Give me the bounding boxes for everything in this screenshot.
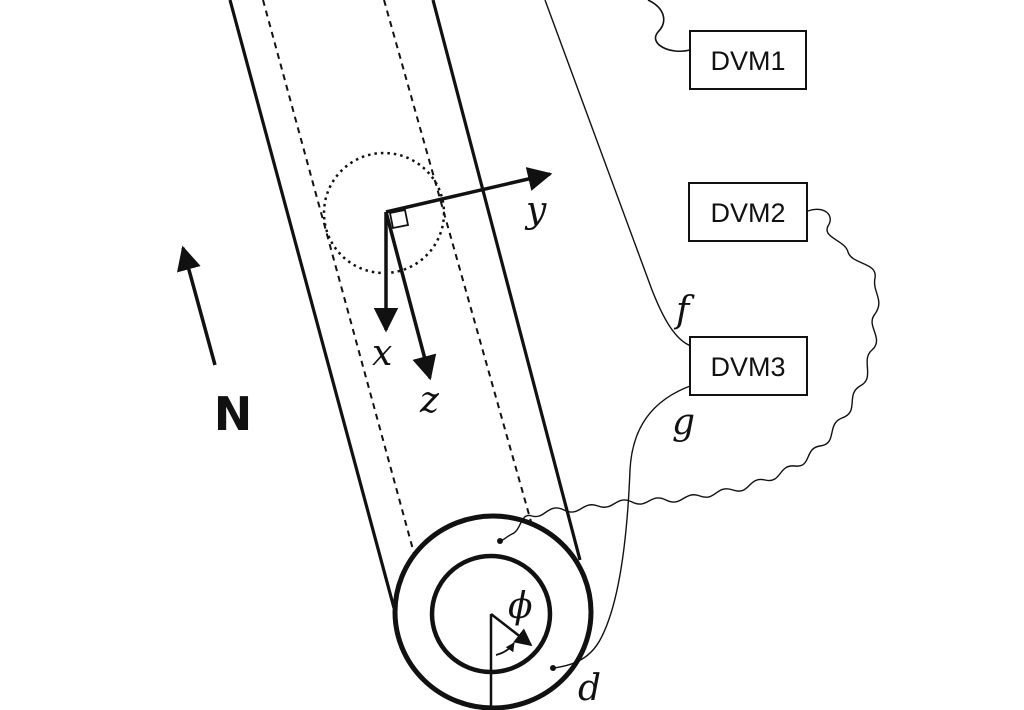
dvm1-wire — [647, 0, 691, 52]
dvm1-label: DVM1 — [710, 46, 785, 76]
pipe-outer-left-wall — [228, 0, 396, 609]
wire-f — [544, 0, 692, 347]
z-axis-label: z — [419, 380, 440, 421]
contact-d — [550, 665, 556, 671]
pipe-outer-right-wall — [431, 0, 582, 561]
g-label: g — [672, 402, 695, 443]
dvm2-box — [688, 182, 808, 242]
north-arrow — [177, 245, 217, 366]
north-label: N — [214, 387, 253, 441]
dvm1-box — [689, 30, 807, 90]
y-axis-arrow — [385, 167, 553, 214]
contact-pipe — [497, 538, 503, 544]
wire-g — [553, 384, 694, 669]
d-label: d — [578, 668, 601, 709]
dvm2-wire — [499, 208, 880, 542]
dvm3-label: DVM3 — [710, 352, 785, 382]
pipe-inner-left-wall — [262, 0, 431, 613]
right-angle-marker — [388, 208, 410, 230]
x-axis-label: x — [372, 333, 392, 374]
dvm2-label: DVM2 — [710, 198, 785, 228]
z-axis-arrow — [384, 211, 437, 381]
cross-section-angle-arc — [495, 642, 515, 656]
pipe-inner-right-wall — [383, 0, 549, 583]
y-axis-label: y — [524, 190, 547, 231]
f-label: f — [673, 290, 695, 331]
probe-dotted-circle — [322, 151, 446, 275]
phi-label: ϕ — [508, 586, 533, 627]
dvm3-box — [689, 336, 808, 396]
cross-section-phi-arrow — [490, 613, 533, 647]
